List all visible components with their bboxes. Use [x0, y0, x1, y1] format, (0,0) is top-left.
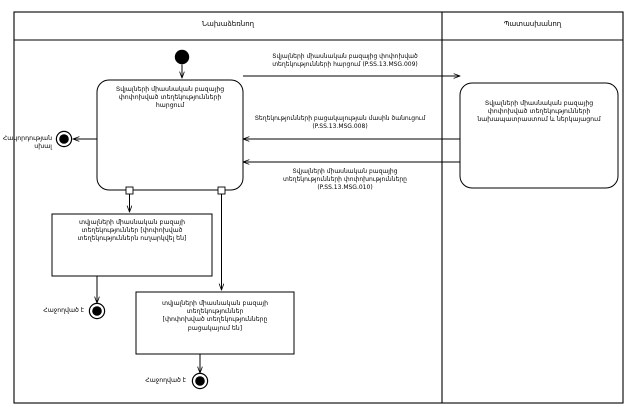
message-label-msg010: Տվյալների միասնական բազայից տեղեկություն…	[283, 168, 407, 191]
request-activity-label: Տվյալների միասնական բազայից փոփոխված տեղ…	[115, 86, 225, 110]
pin-sent	[125, 186, 134, 195]
swimlane-title-respondent: Պատասխանող	[503, 20, 562, 28]
swimlane-title-initiator: Նախաձեռնող	[201, 20, 255, 28]
initial-node	[174, 49, 190, 65]
end-success-bottom-inner	[195, 376, 205, 386]
end-success-left-inner	[92, 306, 102, 316]
object-absent-shape	[135, 291, 295, 355]
message-label-msg008: Տեղեկությունների բացակայության մասին ծան…	[254, 115, 426, 130]
object-sent-shape	[51, 213, 213, 277]
end-error-label: Հակորդության սխալ	[2, 135, 52, 150]
end-error-inner	[59, 134, 69, 144]
request-activity-shape	[96, 79, 244, 191]
object-absent-label: տվյալների միասնական բազայի տեղեկությունն…	[161, 300, 269, 332]
respond-activity-label: Տվյալների միասնական բազայից փոփոխված տեղ…	[477, 100, 601, 124]
respond-activity-shape	[459, 82, 619, 189]
end-success-left-label: Հաջողված է	[43, 307, 84, 314]
end-success-bottom-label: Հաջողված է	[145, 377, 186, 384]
diagram-frame	[13, 11, 624, 404]
message-label-msg009: Տվյալների միասնական բազայից փոփոխված տեղ…	[272, 53, 418, 68]
object-sent-label: տվյալների միասնական բազայի տեղեկությունն…	[77, 219, 187, 243]
pin-absent	[217, 186, 226, 195]
